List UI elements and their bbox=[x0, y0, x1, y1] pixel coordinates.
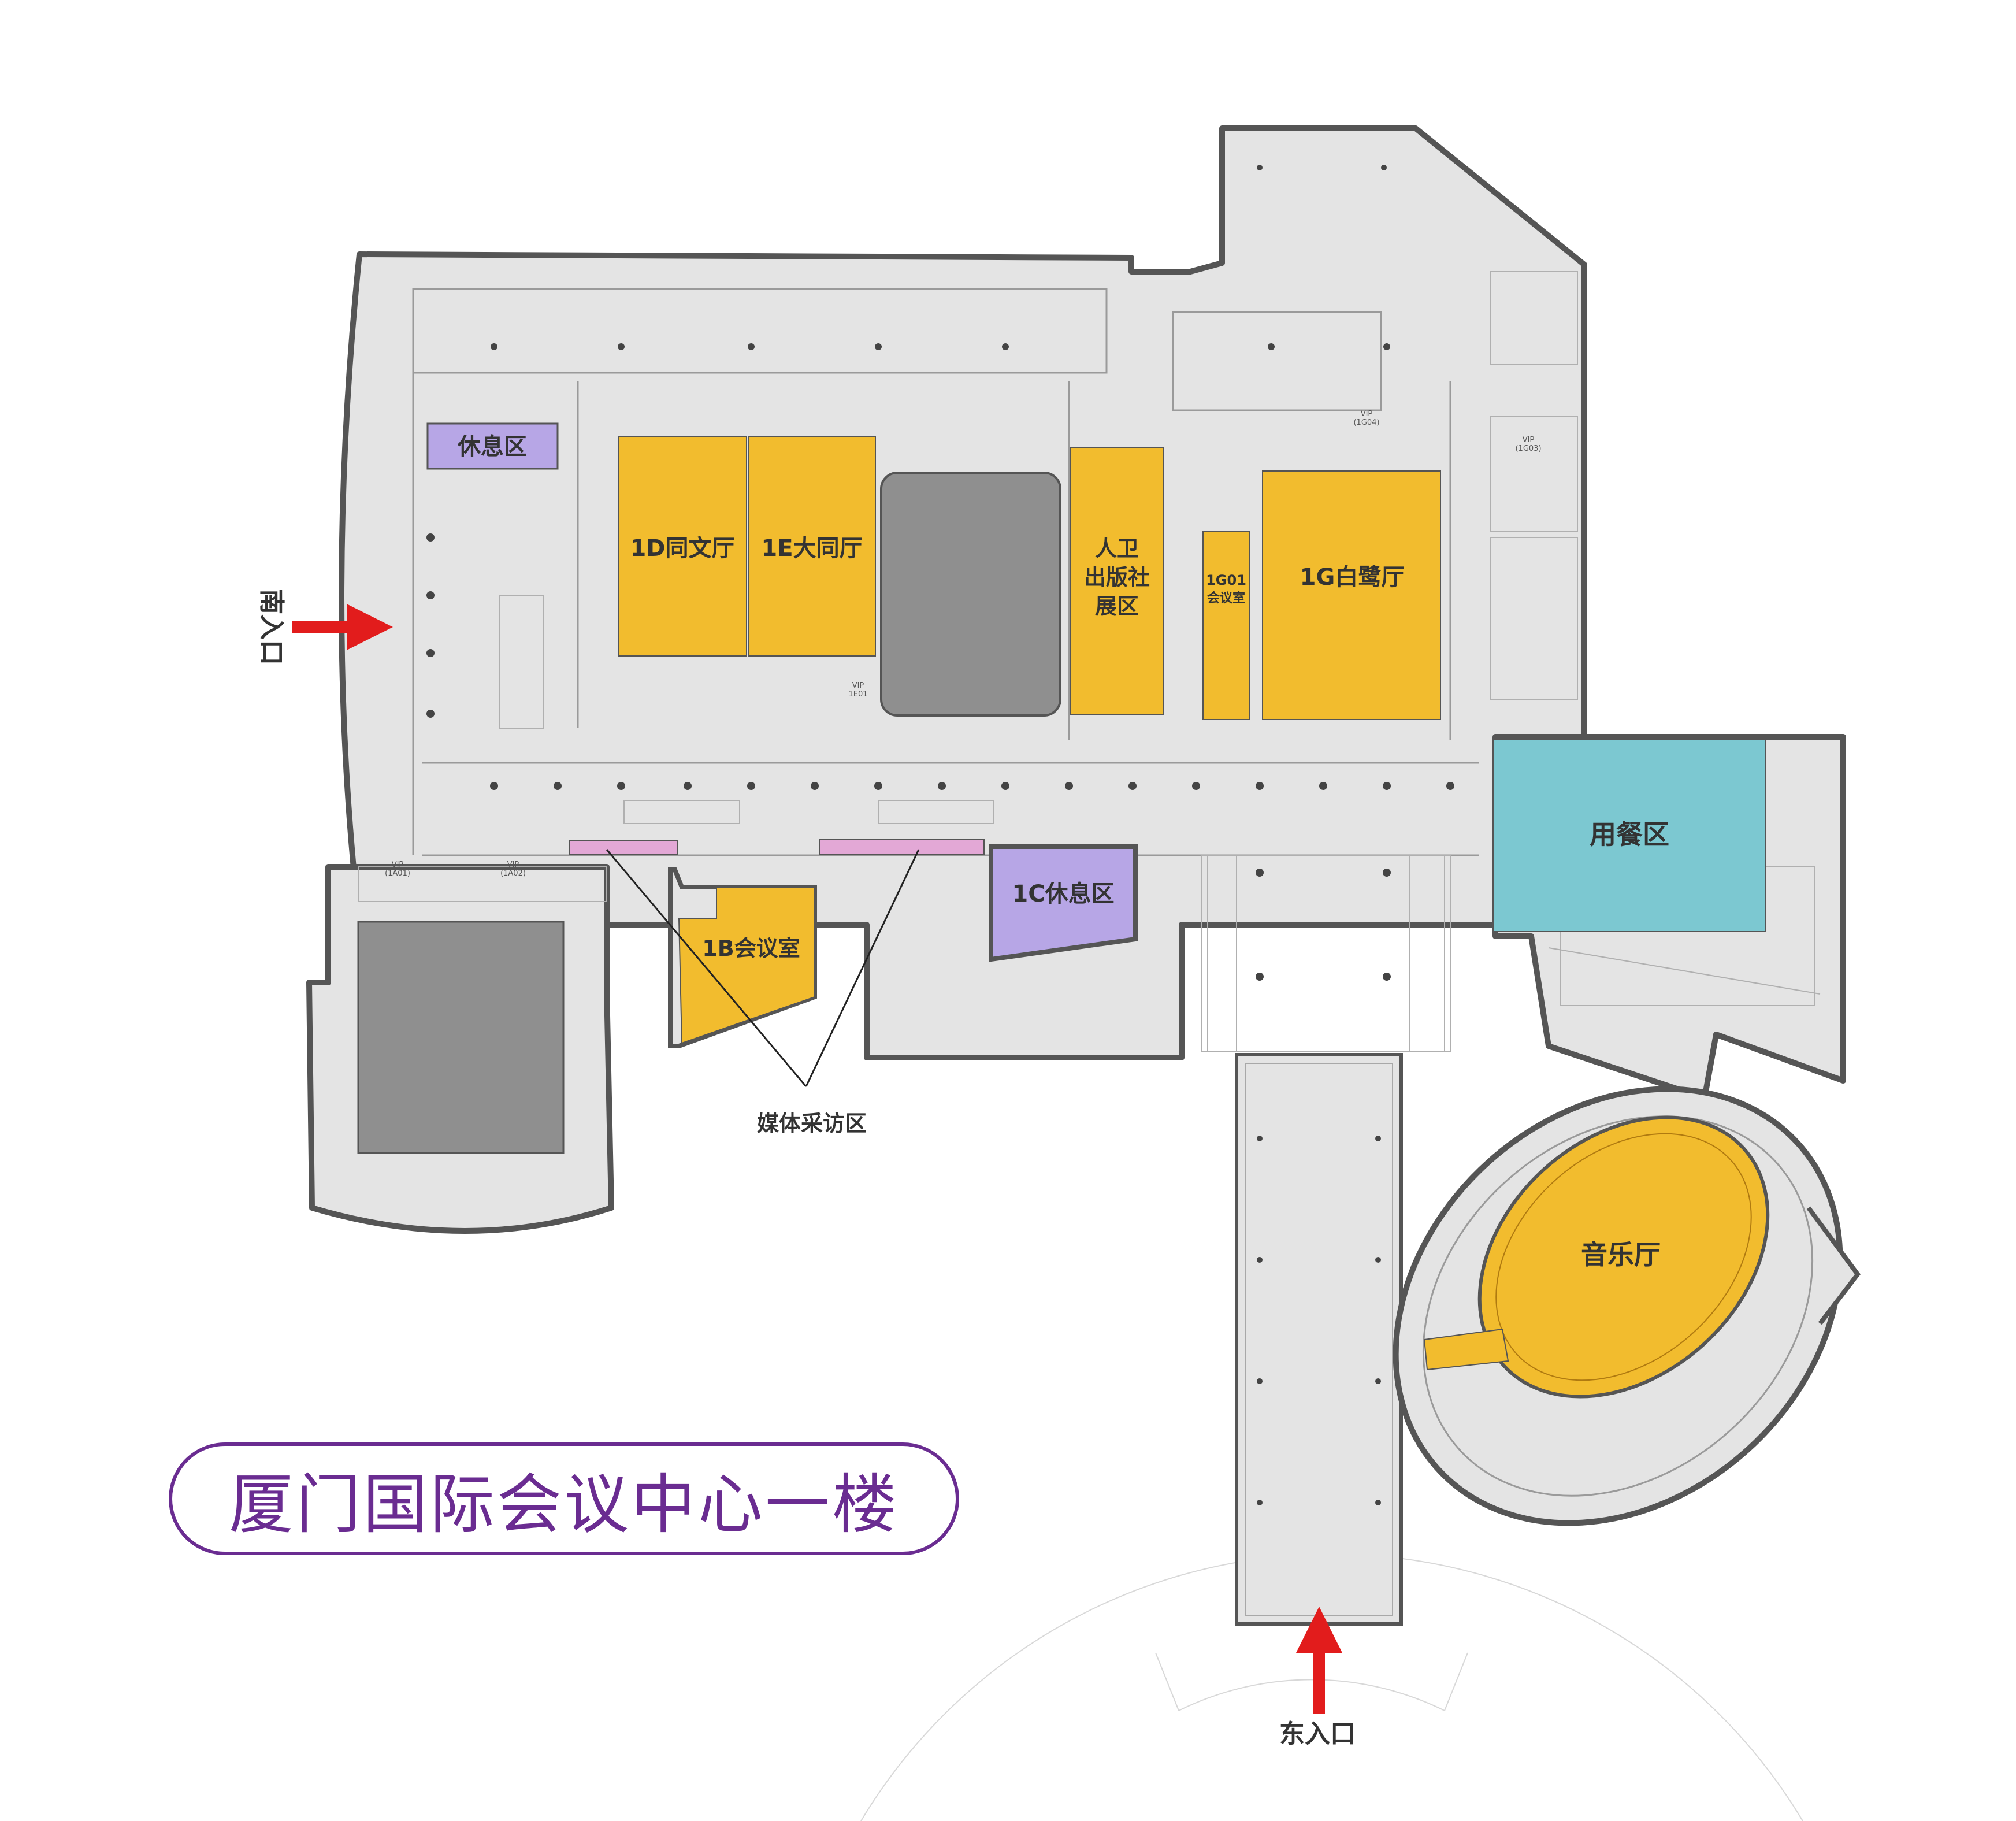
concert-hall: 音乐厅 bbox=[1422, 1115, 1814, 1497]
hall-1e: 1E大同厅 bbox=[748, 436, 876, 657]
vip-1e01-label: VIP bbox=[852, 681, 864, 690]
media-strip-left bbox=[569, 840, 678, 855]
vip-1a01-label: VIP bbox=[392, 861, 404, 869]
vip-1g03-label: VIP bbox=[1523, 436, 1535, 444]
room-1g01-label-1: 1G01 bbox=[1206, 572, 1246, 588]
vip-1a01-code: (1A01) bbox=[385, 869, 410, 878]
dining-label: 用餐区 bbox=[1590, 819, 1669, 850]
dining-area: 用餐区 bbox=[1493, 739, 1766, 932]
publisher-area: 人卫 出版社 展区 bbox=[1070, 447, 1164, 715]
columns bbox=[426, 165, 1454, 1505]
vip-1g04-code: (1G04) bbox=[1353, 418, 1379, 427]
south-entrance-label: 南入口 bbox=[257, 589, 286, 665]
east-entrance: 东入口 bbox=[1279, 1607, 1356, 1749]
vip-1g03-code: (1G03) bbox=[1515, 444, 1541, 453]
floor-title-box: 厦门国际会议中心一楼 bbox=[169, 1442, 959, 1555]
floor-title: 厦门国际会议中心一楼 bbox=[229, 1467, 899, 1542]
entrance-arrow-icon bbox=[1296, 1607, 1342, 1714]
vip-1a02-code: (1A02) bbox=[500, 869, 526, 878]
media-area-label: 媒体采访区 bbox=[757, 1111, 867, 1136]
room-1g01-label-2: 会议室 bbox=[1207, 591, 1245, 606]
entrance-arrow-icon bbox=[292, 604, 393, 650]
east-entrance-label: 东入口 bbox=[1279, 1719, 1356, 1749]
hall-1g-label: 1G白鹭厅 bbox=[1300, 564, 1405, 591]
hall-1d-label: 1D同文厅 bbox=[630, 535, 734, 562]
media-strip-right bbox=[819, 839, 985, 855]
lounge-1c: 1C休息区 bbox=[989, 844, 1138, 962]
hall-1e-label: 1E大同厅 bbox=[761, 535, 862, 562]
hall-1d: 1D同文厅 bbox=[618, 436, 747, 657]
media-lines bbox=[606, 849, 920, 1087]
lounge-top-label: 休息区 bbox=[457, 433, 527, 460]
vip-1g04-label: VIP bbox=[1361, 410, 1373, 418]
south-hall-screen bbox=[357, 921, 565, 1154]
hall-1g: 1G白鹭厅 bbox=[1262, 470, 1441, 720]
publisher-label-2: 出版社 bbox=[1084, 565, 1150, 590]
vip-labels: VIP (1A01) VIP (1A02) VIP 1E01 VIP (1G04… bbox=[385, 410, 1541, 878]
vip-1a02-label: VIP bbox=[507, 861, 519, 869]
lounge-top: 休息区 bbox=[426, 422, 559, 470]
publisher-label-3: 展区 bbox=[1095, 594, 1139, 619]
east-bridge bbox=[1235, 1053, 1403, 1626]
room-1g01: 1G01 会议室 bbox=[1202, 531, 1250, 720]
central-hall-screen bbox=[880, 472, 1061, 717]
publisher-label-1: 人卫 bbox=[1095, 536, 1139, 561]
room-1b: 1B会议室 bbox=[668, 867, 817, 1048]
room-1b-label: 1B会议室 bbox=[702, 936, 800, 961]
south-entrance: 南入口 bbox=[257, 589, 393, 665]
vip-1e01-code: 1E01 bbox=[848, 690, 867, 699]
concert-hall-label: 音乐厅 bbox=[1581, 1239, 1661, 1270]
lounge-1c-label: 1C休息区 bbox=[1012, 881, 1114, 907]
